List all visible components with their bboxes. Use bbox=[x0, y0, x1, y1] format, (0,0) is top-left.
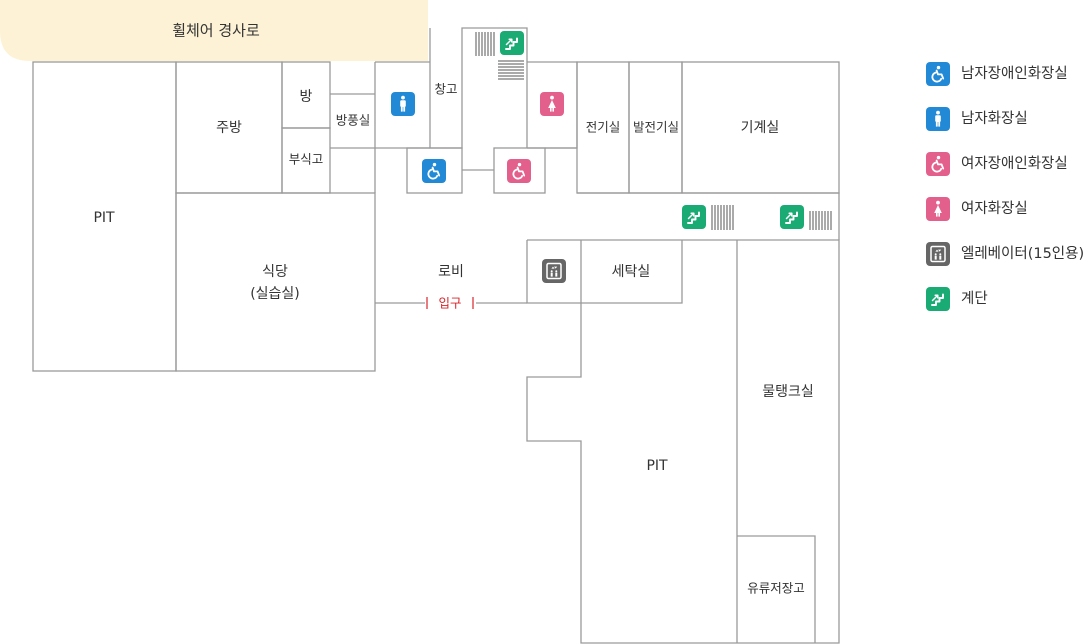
legend-item: 남자화장실 bbox=[926, 107, 1092, 152]
male-toilet-icon bbox=[391, 92, 415, 116]
room-windbreak: 방풍실 bbox=[336, 113, 371, 128]
legend-label: 남자화장실 bbox=[961, 111, 1028, 127]
legend-label: 남자장애인화장실 bbox=[961, 66, 1068, 82]
legend-label: 엘레베이터(15인용) bbox=[961, 246, 1085, 262]
room-pit-right: PIT bbox=[646, 458, 668, 474]
room-storage: 창고 bbox=[434, 82, 457, 97]
room-machine: 기계실 bbox=[741, 120, 780, 136]
legend-item: 남자장애인화장실 bbox=[926, 62, 1092, 107]
wheelchair-icon bbox=[926, 152, 950, 176]
room-cafeteria: 식당 bbox=[262, 264, 288, 280]
walls bbox=[32, 27, 840, 644]
room-laundry: 세탁실 bbox=[612, 264, 651, 280]
entrance-marker bbox=[426, 297, 474, 309]
man-icon bbox=[926, 107, 950, 131]
room-cafeteria-sub: (실습실) bbox=[250, 286, 300, 302]
legend-label: 계단 bbox=[961, 291, 988, 307]
legend-item: 여자장애인화장실 bbox=[926, 152, 1092, 197]
female-toilet-icon bbox=[540, 92, 564, 116]
stair-hatching bbox=[475, 32, 832, 230]
room-lobby: 로비 bbox=[438, 264, 464, 280]
elevator-icon bbox=[926, 242, 950, 266]
female-accessible-toilet-icon bbox=[507, 159, 531, 183]
room-generator: 발전기실 bbox=[633, 120, 679, 135]
male-accessible-toilet-icon bbox=[422, 159, 446, 183]
room-pit-left: PIT bbox=[93, 210, 115, 226]
legend-label: 여자화장실 bbox=[961, 201, 1028, 217]
ramp-label: 휠체어 경사로 bbox=[172, 22, 260, 40]
legend-label: 여자장애인화장실 bbox=[961, 156, 1068, 172]
stairs-icon bbox=[500, 31, 524, 55]
entrance-label: 입구 bbox=[438, 296, 461, 311]
room-oil-storage: 유류저장고 bbox=[747, 581, 805, 596]
legend-item: 엘레베이터(15인용) bbox=[926, 242, 1092, 287]
stairs-icon bbox=[780, 205, 804, 229]
wheelchair-icon bbox=[926, 62, 950, 86]
legend-item: 계단 bbox=[926, 287, 1092, 332]
legend-item: 여자화장실 bbox=[926, 197, 1092, 242]
room-room: 방 bbox=[300, 89, 313, 105]
woman-icon bbox=[926, 197, 950, 221]
room-electric: 전기실 bbox=[586, 120, 621, 135]
wheelchair-ramp bbox=[0, 0, 428, 61]
stairs-icon bbox=[682, 205, 706, 229]
room-side-kitchen: 부식고 bbox=[289, 152, 324, 167]
elevator-icon bbox=[542, 259, 566, 283]
legend: 남자장애인화장실 남자화장실 여자장애인화장실 여자화장실 엘레베이터(15인용… bbox=[926, 62, 1092, 332]
stairs-icon bbox=[926, 287, 950, 311]
room-water-tank: 물탱크실 bbox=[762, 384, 814, 400]
room-kitchen: 주방 bbox=[216, 120, 242, 136]
